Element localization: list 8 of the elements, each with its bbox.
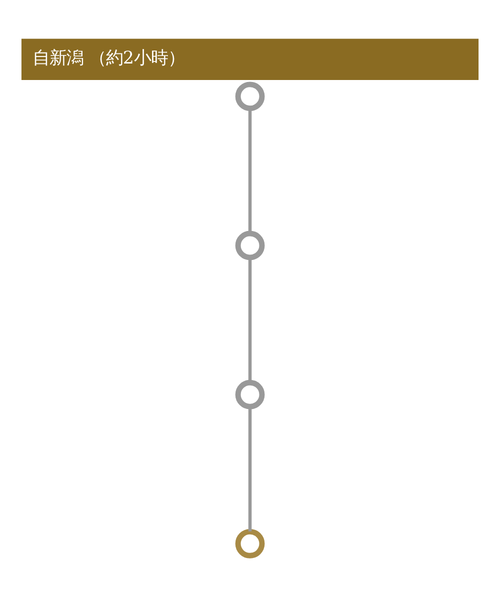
diagram-title: 自新潟 （約2小時） bbox=[32, 48, 185, 69]
node-circle bbox=[235, 380, 265, 410]
node-circle bbox=[235, 230, 265, 260]
node-circle bbox=[235, 82, 265, 112]
node-circle bbox=[235, 528, 265, 558]
connector bbox=[248, 406, 252, 532]
connector bbox=[248, 108, 252, 234]
connector bbox=[248, 258, 252, 382]
